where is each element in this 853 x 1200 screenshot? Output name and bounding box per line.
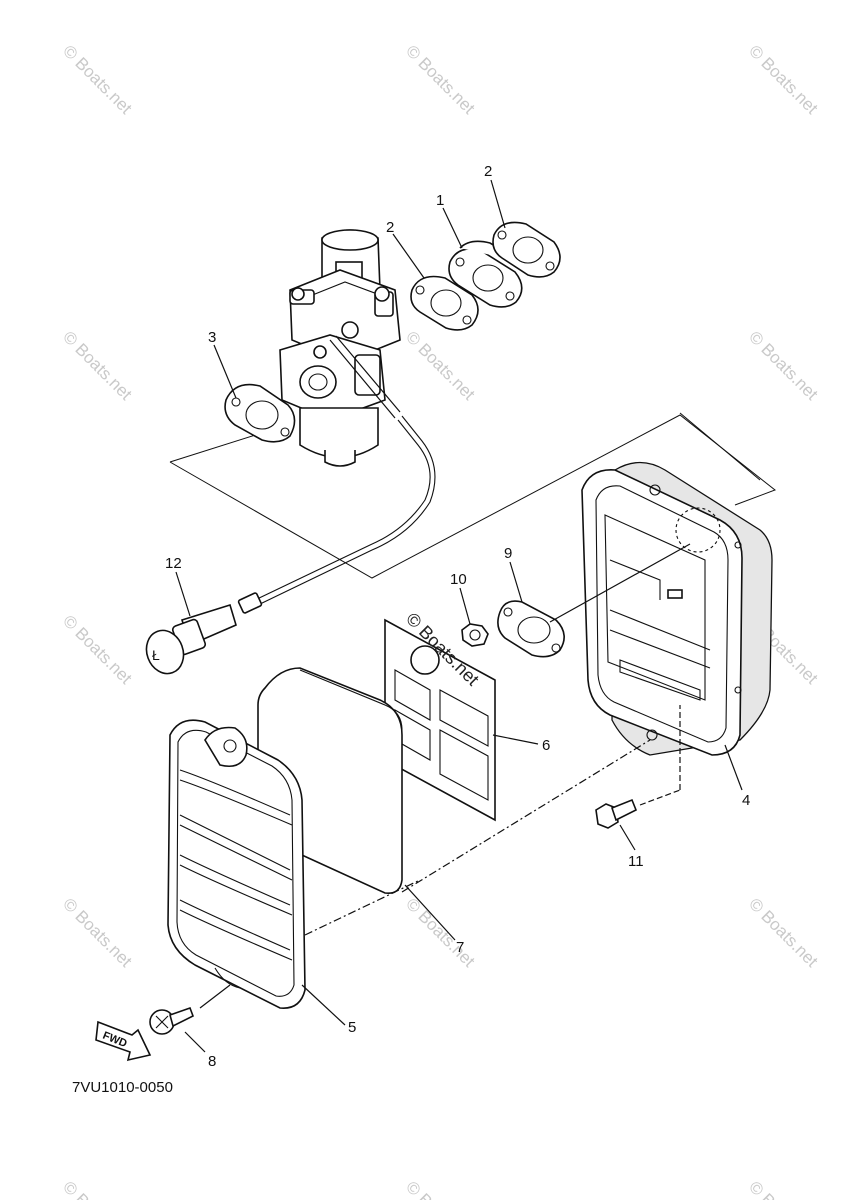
watermark: © Boats.net [745, 41, 822, 118]
gasket-6 [384, 618, 496, 822]
leader-lines [175, 179, 743, 1053]
gasket-3 [224, 383, 296, 443]
watermark: © Boats.net [402, 41, 479, 118]
callout-9: 9 [504, 545, 512, 562]
watermark: © Boats.net [745, 1177, 822, 1200]
drawing-code: 7VU1010-0050 [72, 1079, 173, 1096]
carburetor [279, 229, 401, 467]
svg-text:Ł: Ł [152, 647, 160, 663]
air-filter-cover-5 [167, 719, 306, 1009]
callout-4: 4 [742, 792, 750, 809]
callout-8: 8 [208, 1053, 216, 1070]
callout-12: 12 [165, 555, 182, 572]
callout-10: 10 [450, 571, 467, 588]
watermark: © Boats.net [59, 611, 136, 688]
watermark: © Boats.net [402, 327, 479, 404]
fwd-arrow-icon: FWD [95, 1020, 152, 1062]
callout-labels: 1 2 2 3 4 5 6 7 8 9 10 11 12 [165, 163, 750, 1070]
callout-6: 6 [542, 737, 550, 754]
watermark: © Boats.net [402, 1177, 479, 1200]
watermark: © Boats.net [59, 1177, 136, 1200]
callout-2b: 2 [484, 163, 492, 180]
gasket-2-right [492, 221, 561, 278]
gasket-2-left [410, 275, 479, 331]
gasket-9 [497, 600, 565, 658]
callout-5: 5 [348, 1019, 356, 1036]
screw-8 [149, 1006, 195, 1035]
watermark: © Boats.net [59, 41, 136, 118]
nut-10 [461, 623, 489, 647]
bolt-11 [595, 798, 638, 829]
watermark: © Boats.net [745, 327, 822, 404]
watermark: © Boats.net [59, 327, 136, 404]
callout-3: 3 [208, 329, 216, 346]
callout-1: 1 [436, 192, 444, 209]
watermark: © Boats.net [59, 894, 136, 971]
callout-7: 7 [456, 939, 464, 956]
air-filter-case [581, 461, 773, 756]
callout-11: 11 [628, 853, 644, 870]
choke-cable: Ł [145, 415, 436, 675]
reference-plane [169, 412, 777, 579]
callout-2a: 2 [386, 219, 394, 236]
watermark: © Boats.net [402, 894, 479, 971]
watermark: © Boats.net [745, 894, 822, 971]
